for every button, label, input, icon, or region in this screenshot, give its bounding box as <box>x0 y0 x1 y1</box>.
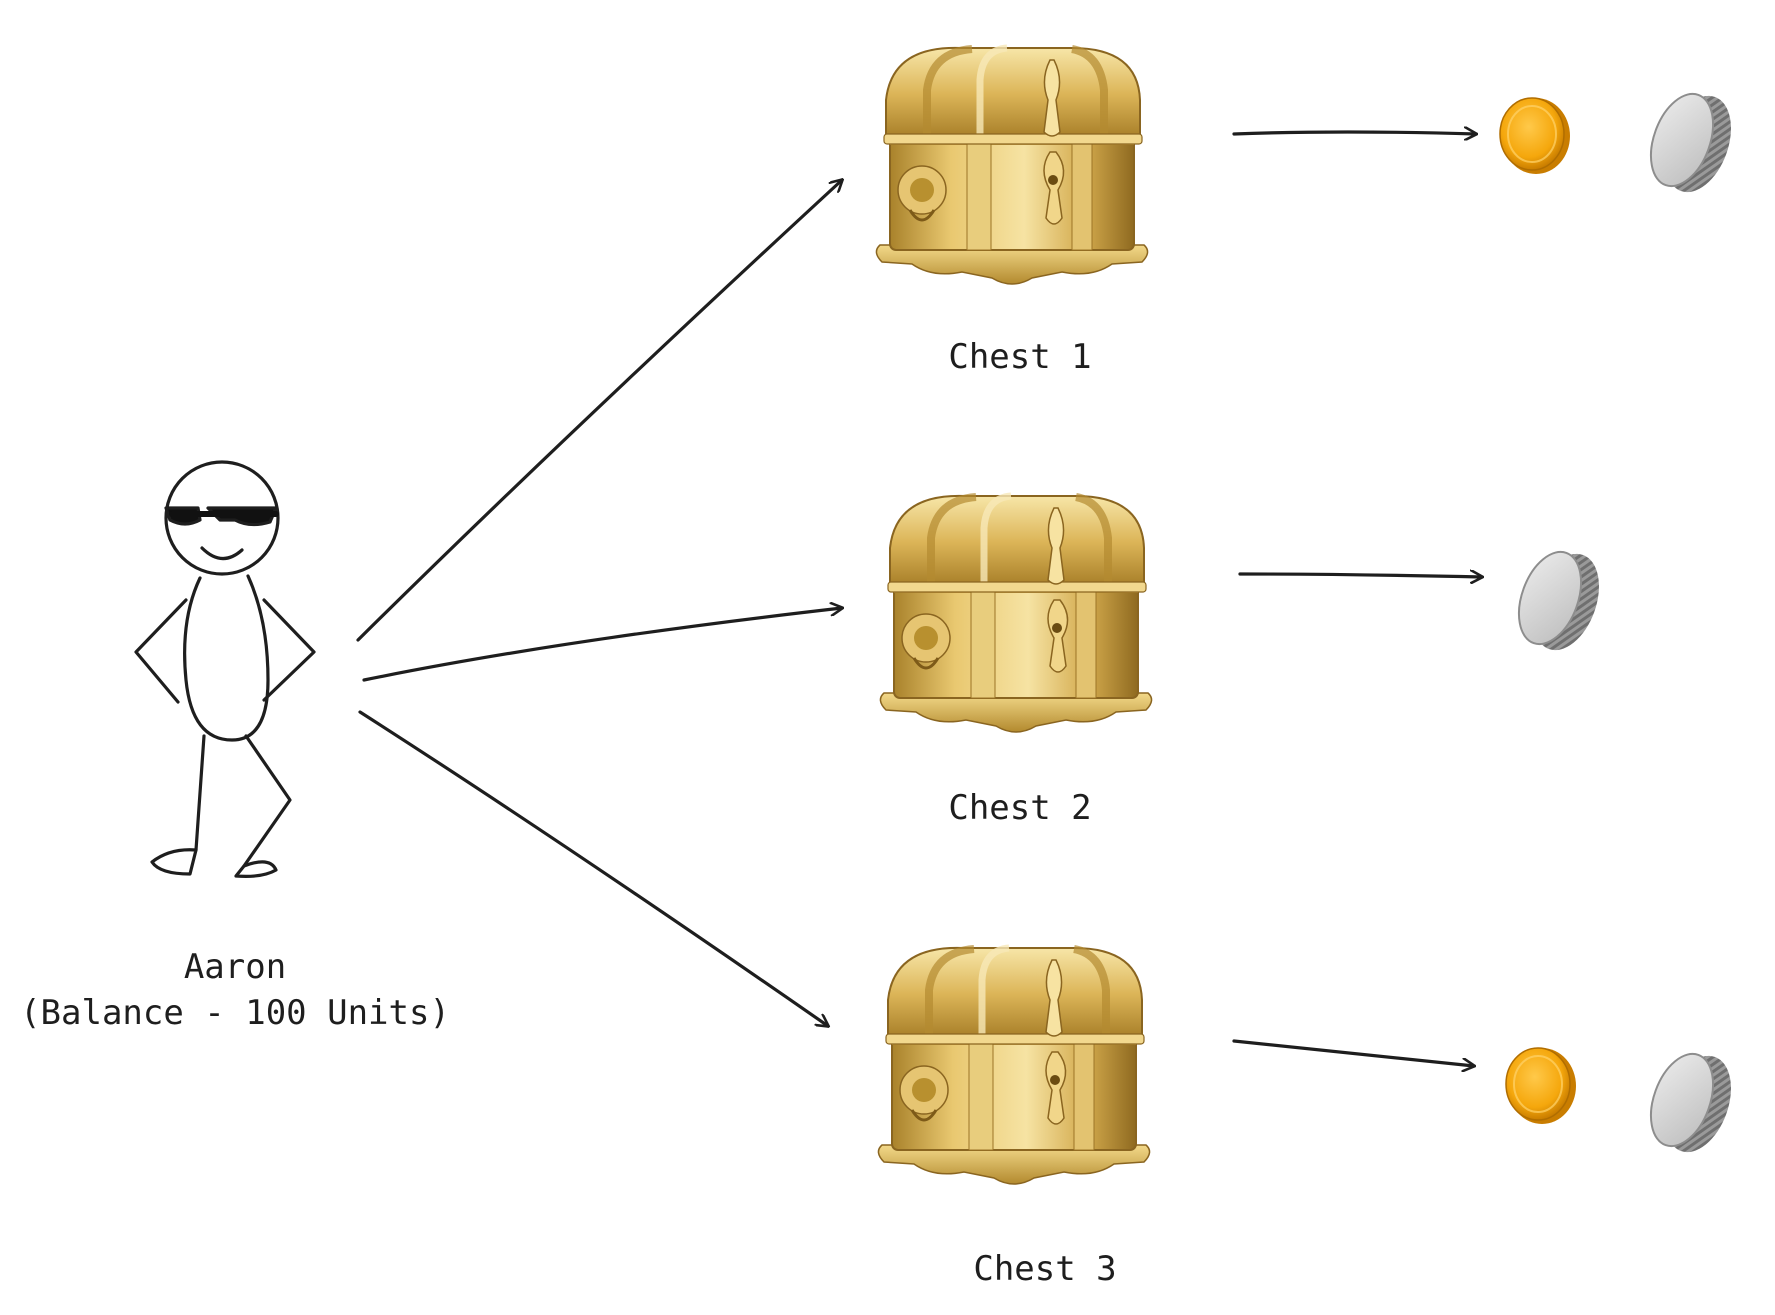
chest-2-label: Chest 2 <box>948 788 1092 828</box>
chest-3-gold-coin-icon <box>1505 1047 1577 1125</box>
arrow-chest-2-reward <box>1238 574 1482 577</box>
arrow-to-chest-3 <box>358 710 828 1026</box>
chest-3-label: Chest 3 <box>973 1249 1117 1289</box>
person-name: Aaron <box>183 947 287 987</box>
chest-1-icon <box>876 48 1147 284</box>
chest-1-silver-coin-icon <box>1634 76 1750 212</box>
arrow-chest-1-reward <box>1232 132 1476 134</box>
arrow-to-chest-1 <box>356 180 842 642</box>
chest-2-icon <box>880 496 1151 732</box>
stick-figure-icon <box>134 460 316 878</box>
chest-3-icon <box>878 948 1149 1184</box>
chest-3-silver-coin-icon <box>1634 1036 1750 1172</box>
chest-1-label: Chest 1 <box>948 337 1092 377</box>
chest-1-gold-coin-icon <box>1499 97 1571 175</box>
person-balance: (Balance - 100 Units) <box>20 992 450 1033</box>
chest-2-silver-coin-icon <box>1502 534 1618 670</box>
arrow-to-chest-2 <box>362 608 842 682</box>
arrow-chest-3-reward <box>1232 1039 1474 1066</box>
person-label: Aaron (Balance - 100 Units) <box>0 945 470 1037</box>
